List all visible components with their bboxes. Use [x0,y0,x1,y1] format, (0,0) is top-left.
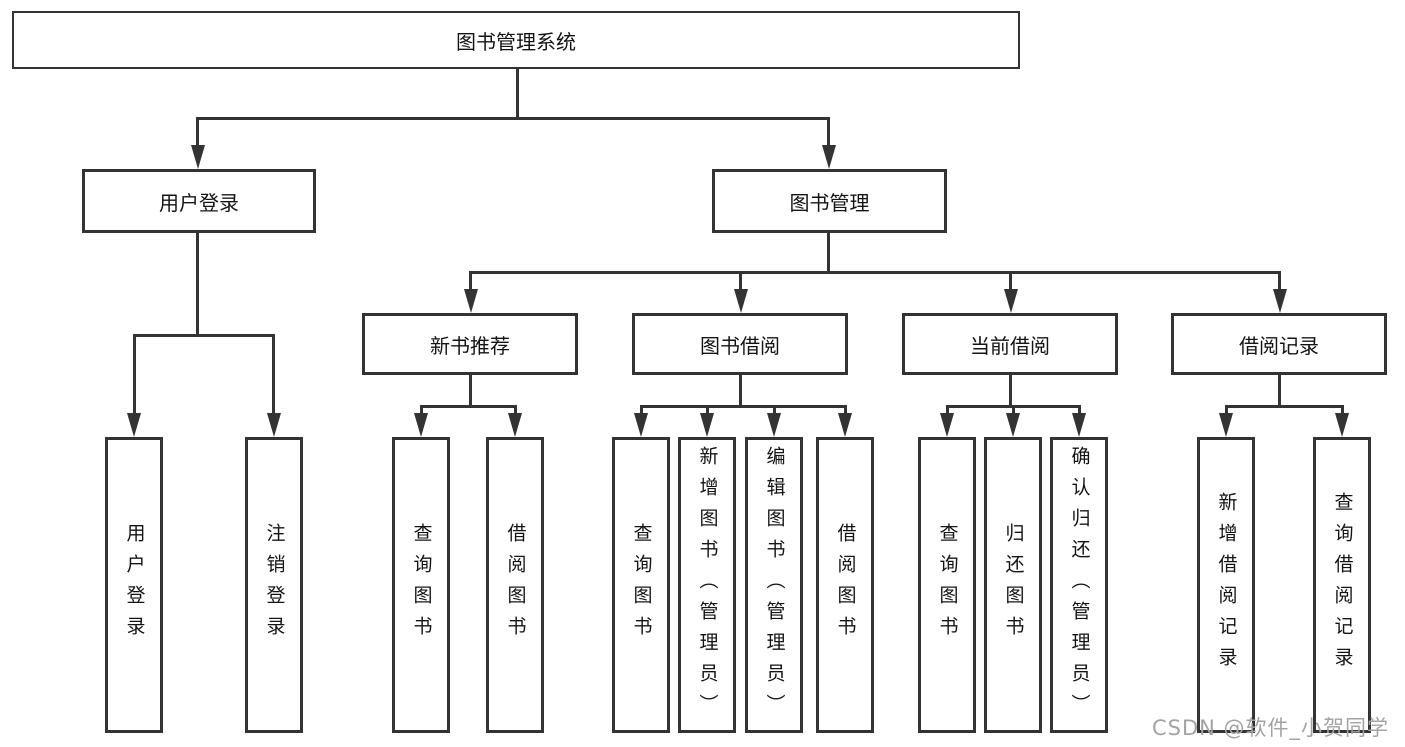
leaf-add-books-admin-label: 新增图书（管理员） [696,445,719,725]
leaf-recommend-borrow-books: 借阅图书 [486,437,544,733]
connector-drop-edit-books [773,405,776,415]
leaf-recommend-query-books: 查询图书 [392,437,450,733]
node-borrowing-records: 借阅记录 [1171,313,1387,375]
leaf-recommend-query-books-label: 查询图书 [410,523,433,647]
leaf-add-borrow-record-label: 新增借阅记录 [1215,492,1238,678]
connector-drop-return-books [1012,405,1015,415]
connector-drop-borrowing-records [1278,271,1281,291]
connector-book-borrowing-rail [640,405,847,408]
node-borrowing-records-label: 借阅记录 [1239,333,1319,358]
connector-drop-confirm-return [1078,405,1081,415]
connector-drop-leaf-user-login [133,334,136,415]
arrow-down-icon-recommend-borrow [508,413,522,437]
leaf-user-login: 用户登录 [105,437,163,733]
arrow-down-icon-recommend-query [414,413,428,437]
leaf-recommend-borrow-books-label: 借阅图书 [504,523,527,647]
connector-current-borrowing-stem [1009,375,1012,406]
connector-user-login-stem [196,233,199,336]
arrow-down-icon-current-query [940,413,954,437]
connector-drop-current-query [946,405,949,415]
connector-drop-borrowing-query [640,405,643,415]
node-book-management-label: 图书管理 [789,190,870,215]
node-library-system-label: 图书管理系统 [456,29,576,54]
arrow-down-icon-return-books [1006,413,1020,437]
leaf-confirm-return-admin: 确认归还（管理员） [1050,437,1108,733]
watermark: CSDN @软件_小贺同学 [1152,716,1390,740]
leaf-return-books: 归还图书 [984,437,1042,733]
node-library-system: 图书管理系统 [12,11,1020,69]
connector-new-book-recommend-rail [420,405,517,408]
leaf-add-books-admin: 新增图书（管理员） [678,437,736,733]
leaf-query-borrow-record: 查询借阅记录 [1313,437,1371,733]
arrow-down-icon-add-books [700,413,714,437]
connector-book-management-stem [827,233,830,274]
arrow-down-icon-confirm-return [1072,413,1086,437]
connector-drop-book-borrowing [739,271,742,291]
arrow-down-icon-query-record [1335,413,1349,437]
leaf-borrowing-query-books: 查询图书 [612,437,670,733]
leaf-borrowing-borrow-books: 借阅图书 [816,437,874,733]
connector-drop-recommend-query [420,405,423,415]
leaf-current-query-books-label: 查询图书 [936,523,959,647]
leaf-edit-books-admin: 编辑图书（管理员） [745,437,803,733]
leaf-user-login-label: 用户登录 [123,523,146,647]
leaf-confirm-return-admin-label: 确认归还（管理员） [1068,445,1091,725]
connector-drop-leaf-logout [272,334,275,415]
connector-root-stem [516,68,519,118]
leaf-return-books-label: 归还图书 [1002,523,1025,647]
connector-drop-borrowing-borrow [844,405,847,415]
connector-drop-recommend-borrow [514,405,517,415]
arrow-down-icon-book-management [822,145,836,169]
node-book-management: 图书管理 [712,169,947,233]
connector-borrowing-records-rail [1225,405,1344,408]
node-current-borrowing: 当前借阅 [902,313,1118,375]
connector-drop-current-borrowing [1009,271,1012,291]
connector-user-login-rail [133,334,275,337]
connector-drop-add-books [706,405,709,415]
leaf-logout: 注销登录 [245,437,303,733]
connector-new-book-recommend-stem [469,375,472,406]
arrow-down-icon-borrowing-records [1273,289,1287,313]
arrow-down-icon-user-login [191,145,205,169]
leaf-edit-books-admin-label: 编辑图书（管理员） [763,445,786,725]
node-user-login-label: 用户登录 [159,190,239,215]
connector-book-borrowing-stem [739,375,742,406]
leaf-current-query-books: 查询图书 [918,437,976,733]
node-book-borrowing: 图书借阅 [632,313,848,375]
leaf-logout-label: 注销登录 [263,523,286,647]
connector-borrowing-records-stem [1278,375,1281,406]
leaf-borrowing-query-books-label: 查询图书 [630,523,653,647]
node-new-book-recommend: 新书推荐 [362,313,578,375]
connector-drop-query-record [1341,405,1344,415]
arrow-down-icon-book-borrowing [734,289,748,313]
connector-drop-new-book-recommend [469,271,472,291]
arrow-down-icon-leaf-user-login [127,413,141,437]
node-book-borrowing-label: 图书借阅 [700,333,780,358]
node-current-borrowing-label: 当前借阅 [970,333,1050,358]
arrow-down-icon-current-borrowing [1004,289,1018,313]
leaf-add-borrow-record: 新增借阅记录 [1197,437,1255,733]
arrow-down-icon-borrowing-query [634,413,648,437]
arrow-down-icon-leaf-logout [267,413,281,437]
leaf-query-borrow-record-label: 查询借阅记录 [1331,492,1354,678]
arrow-down-icon-edit-books [767,413,781,437]
connector-drop-add-record [1225,405,1228,415]
arrow-down-icon-borrowing-borrow [838,413,852,437]
connector-drop-user-login [196,117,199,148]
connector-level3-rail [469,271,1281,274]
node-new-book-recommend-label: 新书推荐 [430,333,510,358]
node-user-login: 用户登录 [82,169,316,233]
arrow-down-icon-add-record [1219,413,1233,437]
arrow-down-icon-new-book-recommend [464,289,478,313]
connector-level2-rail [196,117,830,120]
leaf-borrowing-borrow-books-label: 借阅图书 [834,523,857,647]
connector-drop-book-management [827,117,830,148]
